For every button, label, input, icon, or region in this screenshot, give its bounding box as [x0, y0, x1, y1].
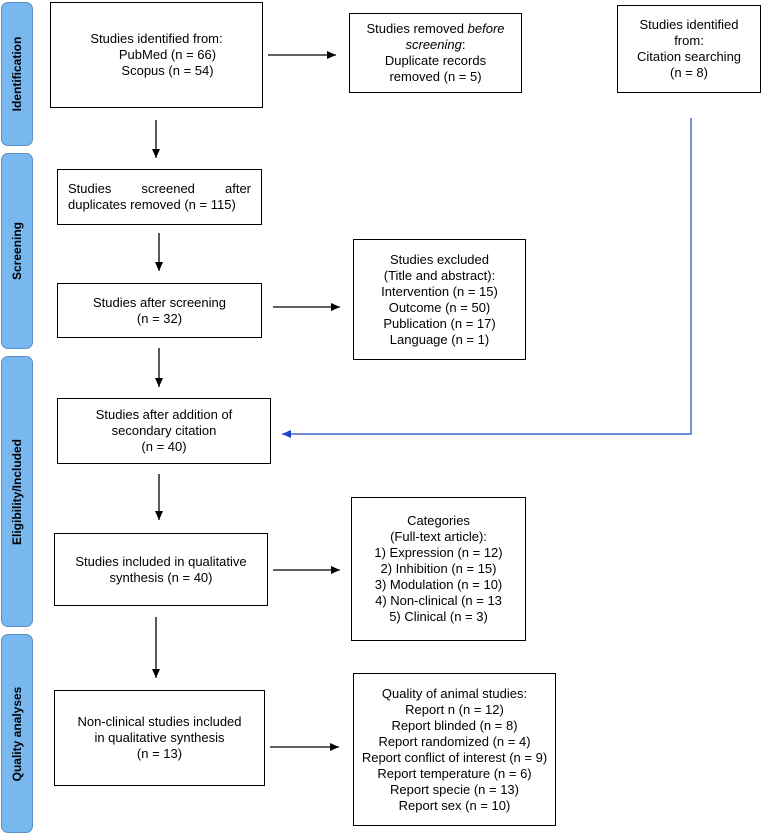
included-line-2: synthesis (n = 40) [109, 569, 213, 585]
box-studies-screened: Studies screened after duplicates remove… [57, 169, 262, 225]
citation-line-2: from: [674, 33, 704, 48]
box-quality-animal-studies: Quality of animal studies: Report n (n =… [353, 673, 556, 826]
categories-line-3: 1) Expression (n = 12) [374, 545, 503, 560]
excluded-line-3: Intervention (n = 15) [381, 283, 498, 299]
secondary-line-1: Studies after addition of [95, 407, 233, 422]
quality-line-1: Quality of animal studies: [381, 685, 528, 701]
phase-quality: Quality analyses [1, 634, 33, 833]
quality-line-8: Report sex (n = 10) [398, 797, 511, 813]
citation-line-1: Studies identified [639, 17, 739, 32]
phase-eligibility: Eligibility/Included [1, 356, 33, 627]
categories-line-2: (Full-text article): [390, 529, 487, 544]
quality-line-7: Report specie (n = 13) [390, 781, 519, 797]
excluded-line-4: Outcome (n = 50) [388, 299, 491, 315]
quality-line-5: Report conflict of interest (n = 9) [361, 749, 548, 765]
nonclinical-line-2: in qualitative synthesis [94, 730, 225, 745]
box-studies-after-screening: Studies after screening (n = 32) [57, 283, 262, 338]
included-line-1: Studies included in qualitative [75, 553, 247, 569]
secondary-line-2: secondary citation [111, 423, 217, 438]
phase-screening: Screening [1, 153, 33, 349]
box-secondary-citation: Studies after addition of secondary cita… [57, 398, 271, 464]
box-citation-searching: Studies identified from: Citation search… [617, 5, 761, 93]
identified-pubmed: PubMed (n = 66) [118, 47, 217, 62]
box-studies-identified: Studies identified from: PubMed (n = 66)… [50, 2, 263, 108]
quality-line-4: Report randomized (n = 4) [378, 733, 531, 749]
box-studies-removed: Studies removed before screening: Duplic… [349, 13, 522, 93]
quality-line-3: Report blinded (n = 8) [391, 717, 518, 733]
categories-line-5: 3) Modulation (n = 10) [374, 577, 503, 592]
nonclinical-line-3: (n = 13) [136, 746, 183, 761]
removed-line-1: Studies removed before [366, 21, 505, 36]
removed-line-2: screening: [405, 37, 466, 52]
after-screening-line-1: Studies after screening [93, 294, 226, 310]
phase-identification: Identification [1, 2, 33, 146]
excluded-line-2: (Title and abstract): [383, 267, 496, 283]
citation-line-3: Citation searching [636, 49, 742, 64]
categories-line-6: 4) Non-clinical (n = 13 [375, 593, 502, 608]
screened-line-2: duplicates removed (n = 115) [68, 197, 236, 212]
quality-line-2: Report n (n = 12) [405, 701, 504, 717]
excluded-line-1: Studies excluded [389, 251, 489, 267]
removed-line-4: removed (n = 5) [389, 69, 482, 84]
identified-scopus: Scopus (n = 54) [121, 63, 214, 78]
box-nonclinical-included: Non-clinical studies included in qualita… [54, 690, 265, 786]
box-studies-included: Studies included in qualitative synthesi… [54, 533, 268, 606]
quality-line-6: Report temperature (n = 6) [377, 765, 532, 781]
after-screening-line-2: (n = 32) [136, 310, 183, 326]
citation-line-4: (n = 8) [670, 65, 708, 80]
identified-title: Studies identified from: [90, 31, 223, 46]
box-studies-excluded: Studies excluded (Title and abstract): I… [353, 239, 526, 360]
screened-line-1: Studies screened after [68, 181, 251, 196]
removed-line-3: Duplicate records [384, 53, 487, 68]
excluded-line-6: Language (n = 1) [389, 331, 490, 347]
box-categories: Categories (Full-text article): 1) Expre… [351, 497, 526, 641]
excluded-line-5: Publication (n = 17) [383, 315, 496, 331]
nonclinical-line-1: Non-clinical studies included [77, 714, 242, 729]
secondary-line-3: (n = 40) [141, 439, 187, 454]
categories-line-4: 2) Inhibition (n = 15) [380, 561, 497, 576]
categories-line-1: Categories [407, 513, 470, 528]
arrow-citation-to-secondary [282, 118, 692, 438]
categories-line-7: 5) Clinical (n = 3) [389, 609, 488, 624]
